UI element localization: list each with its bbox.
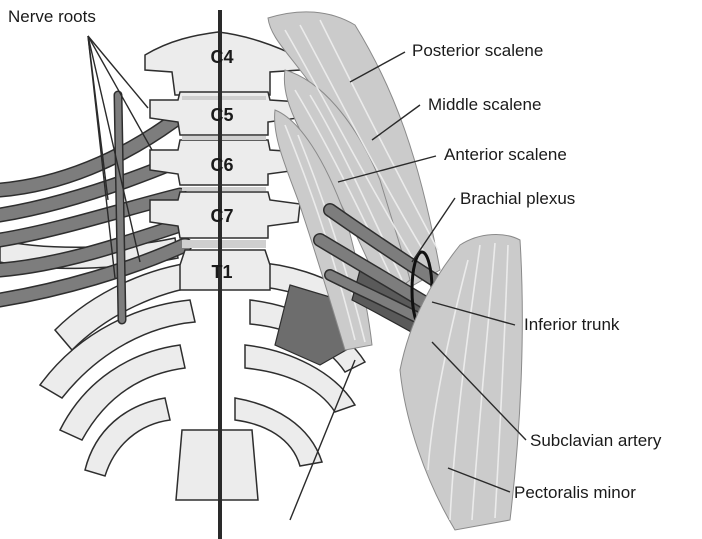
label-anterior-scalene: Anterior scalene [444, 145, 567, 164]
label-pectoralis-minor: Pectoralis minor [514, 483, 636, 502]
vertebra-label-c5: C5 [210, 105, 233, 125]
label-brachial-plexus: Brachial plexus [460, 189, 575, 208]
label-inferior-trunk: Inferior trunk [524, 315, 620, 334]
sternum [176, 430, 258, 500]
vagus-nerve [118, 95, 122, 320]
disc-c7-t1 [182, 240, 266, 248]
label-nerve-roots: Nerve roots [8, 7, 96, 26]
label-posterior-scalene: Posterior scalene [412, 41, 543, 60]
disc-c4-c5 [182, 96, 266, 100]
vertebra-label-c4: C4 [210, 47, 233, 67]
vertebra-label-c7: C7 [210, 206, 233, 226]
label-middle-scalene: Middle scalene [428, 95, 541, 114]
disc-c5-c6 [182, 136, 266, 140]
vertebra-label-c6: C6 [210, 155, 233, 175]
vertebra-label-t1: T1 [211, 262, 232, 282]
disc-c6-c7 [182, 187, 266, 191]
label-subclavian-artery: Subclavian artery [530, 431, 662, 450]
